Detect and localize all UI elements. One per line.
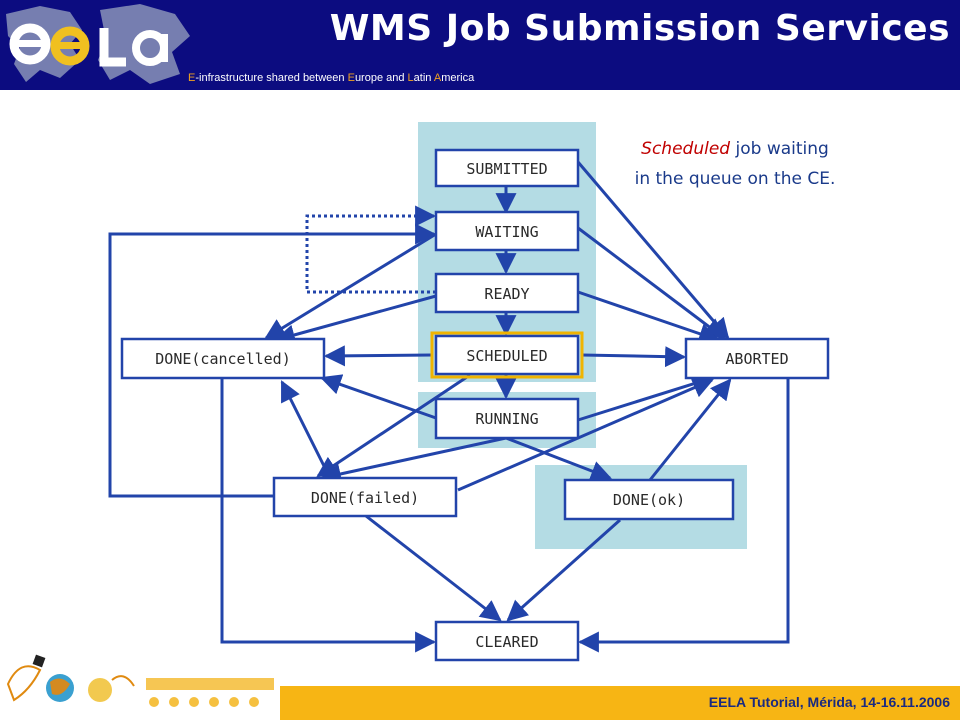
label-ready: READY bbox=[484, 285, 529, 303]
tagline-part: A bbox=[433, 72, 442, 84]
eela-ciemat-logo-icon bbox=[6, 654, 274, 707]
label-done-cancelled: DONE(cancelled) bbox=[155, 350, 290, 368]
note-line-1-rest: job waiting bbox=[730, 139, 829, 159]
state-done-ok bbox=[563, 478, 735, 521]
tagline-part: E bbox=[347, 72, 355, 84]
note-line-2: in the queue on the CE. bbox=[634, 169, 836, 189]
page-title: WMS Job Submission Services bbox=[329, 8, 950, 49]
tagline-part: merica bbox=[441, 72, 475, 84]
tagline-part: E bbox=[188, 72, 196, 84]
job-state-diagram: SUBMITTED WAITING READY SCHEDULED RUNNIN… bbox=[108, 122, 830, 662]
label-aborted: ABORTED bbox=[725, 350, 788, 368]
state-scheduled bbox=[434, 334, 580, 376]
label-cleared: CLEARED bbox=[475, 633, 538, 651]
label-done-ok: DONE(ok) bbox=[613, 491, 685, 509]
state-done-cancelled bbox=[120, 337, 326, 380]
note-emphasis: Scheduled bbox=[641, 139, 731, 159]
label-scheduled: SCHEDULED bbox=[466, 347, 547, 365]
state-cleared bbox=[434, 620, 580, 662]
tagline-part: -infrastructure shared between bbox=[195, 72, 348, 84]
state-submitted bbox=[434, 148, 580, 188]
label-running: RUNNING bbox=[475, 410, 538, 428]
footer-text: EELA Tutorial, Mérida, 14-16.11.2006 bbox=[708, 694, 950, 710]
footer-bar: EELA Tutorial, Mérida, 14-16.11.2006 bbox=[280, 686, 960, 720]
state-aborted bbox=[684, 337, 830, 380]
label-submitted: SUBMITTED bbox=[466, 160, 547, 178]
state-running bbox=[434, 397, 580, 440]
tagline: E-infrastructure shared between Europe a… bbox=[188, 72, 474, 84]
label-waiting: WAITING bbox=[475, 223, 538, 241]
state-done-failed bbox=[272, 476, 458, 518]
note-line-1: Scheduled job waiting bbox=[600, 134, 870, 164]
scheduled-note: Scheduled job waiting in the queue on th… bbox=[600, 134, 870, 194]
eela-logo-icon bbox=[6, 4, 190, 84]
state-waiting bbox=[434, 210, 580, 252]
tagline-part: atin bbox=[413, 72, 434, 84]
label-done-failed: DONE(failed) bbox=[311, 489, 419, 507]
scheduled-highlight bbox=[430, 331, 584, 379]
tagline-part: urope and bbox=[354, 72, 408, 84]
header-bar: WMS Job Submission Services E-infrastruc… bbox=[0, 0, 960, 90]
state-ready bbox=[434, 272, 580, 314]
tagline-part: L bbox=[407, 72, 414, 84]
